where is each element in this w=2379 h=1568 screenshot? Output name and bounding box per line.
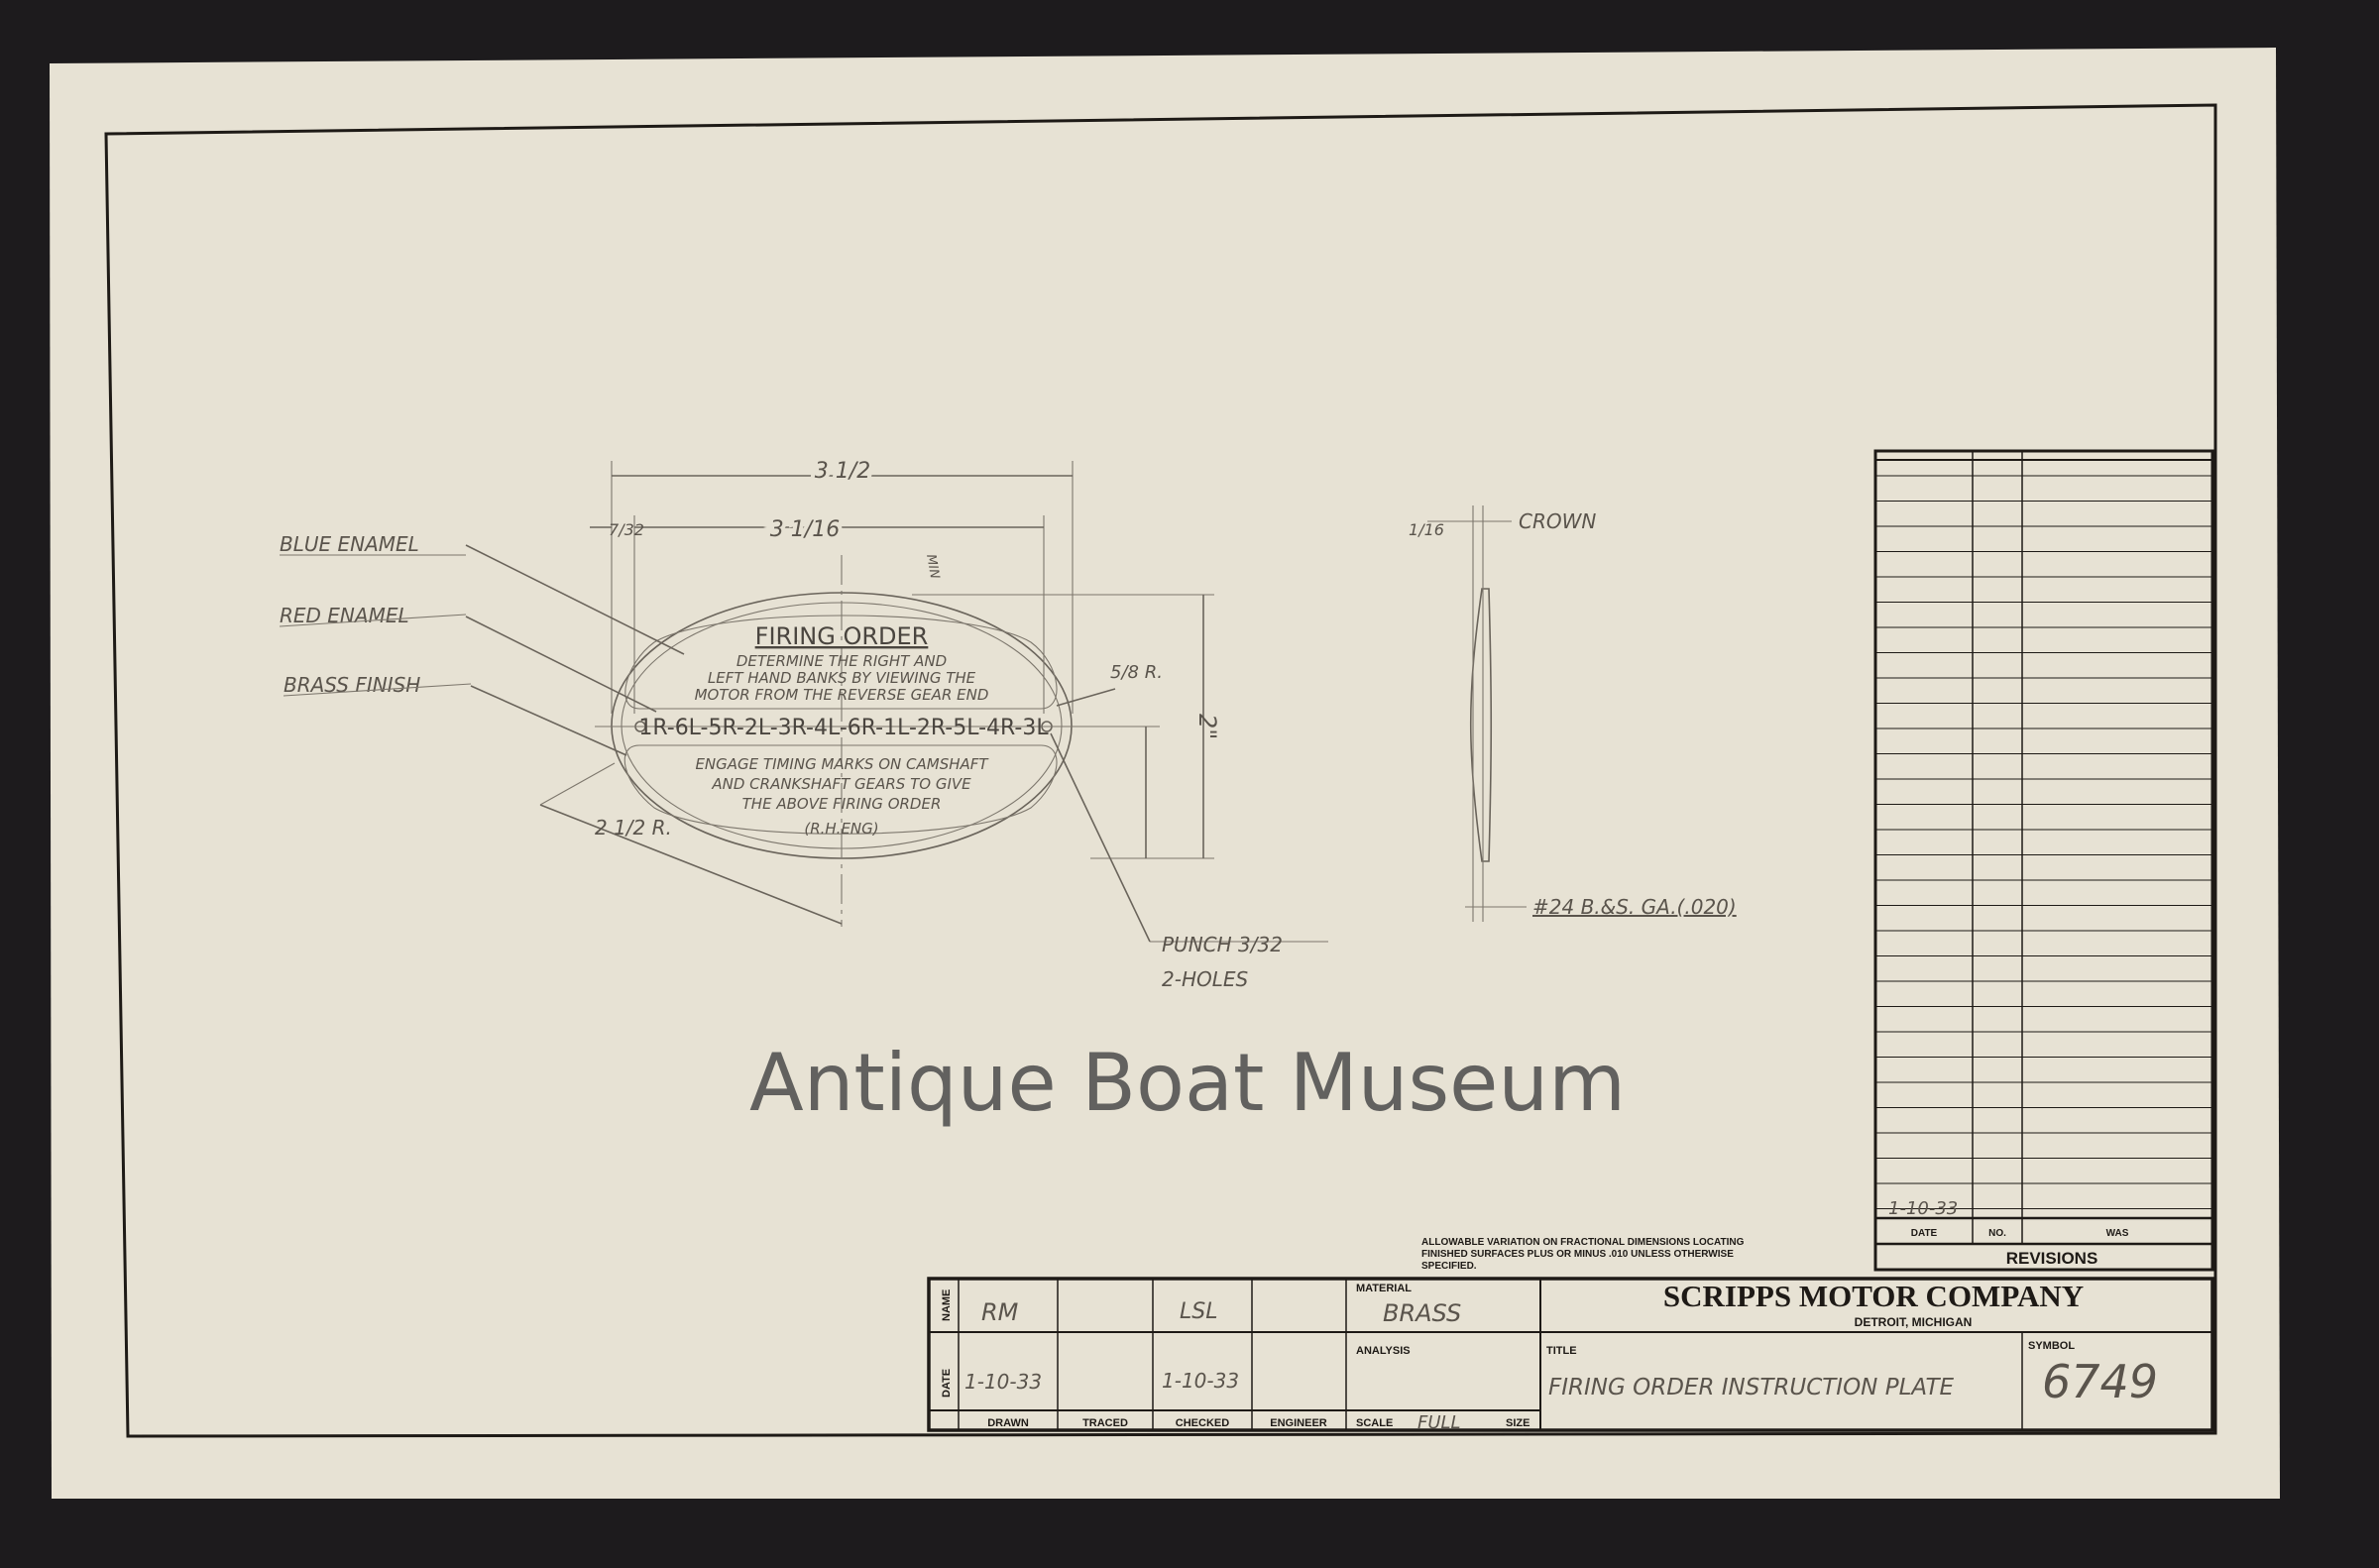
plate-instruction-line: ENGAGE TIMING MARKS ON CAMSHAFT: [695, 755, 989, 773]
checked-date: 1-10-33: [1162, 1369, 1239, 1393]
plate-side-view: 1/16 CROWN #24 B.&S. GA.(.020): [1409, 505, 1737, 922]
overall-width-label: 3 1/2: [815, 459, 870, 484]
plate-instruction-line: MOTOR FROM THE REVERSE GEAR END: [695, 686, 989, 704]
col-checked: CHECKED: [1176, 1417, 1229, 1429]
plate-front-view: FIRING ORDER DETERMINE THE RIGHT AND LEF…: [595, 555, 1090, 927]
blue-enamel-callout: BLUE ENAMEL: [280, 532, 419, 556]
dimensions: 3 1/2 3 1/16 7/32 MIN 2" 5/8 R. 2 1/2 R.: [539, 455, 1221, 925]
row-label-date: DATE: [941, 1369, 953, 1398]
material-value: BRASS: [1383, 1299, 1461, 1327]
col-drawn: DRAWN: [987, 1417, 1029, 1429]
plate-instruction-line: THE ABOVE FIRING ORDER: [742, 795, 942, 813]
scale-value: FULL: [1417, 1412, 1461, 1433]
watermark: Antique Boat Museum: [749, 1037, 1626, 1129]
revisions-table: 1-10-33 DATE NO. WAS REVISIONS: [1873, 449, 2214, 1272]
min-label: MIN: [923, 553, 942, 580]
drawing-border: [104, 103, 2217, 1438]
paper: [50, 48, 2280, 1499]
svg-text:ALLOWABLE VARIATION ON FRACTIO: ALLOWABLE VARIATION ON FRACTIONAL DIMENS…: [1421, 1237, 1745, 1248]
revision-header-date: DATE: [1911, 1228, 1938, 1239]
plate-instruction-line: (R.H.ENG): [804, 820, 878, 838]
scale-label: SCALE: [1356, 1417, 1393, 1429]
plate-instruction-line: DETERMINE THE RIGHT AND: [736, 652, 947, 670]
svg-text:SPECIFIED.: SPECIFIED.: [1421, 1261, 1477, 1272]
symbol-value: 6749: [2042, 1355, 2158, 1408]
brass-finish-callout: BRASS FINISH: [283, 673, 420, 697]
tolerance-note: ALLOWABLE VARIATION ON FRACTIONAL DIMENS…: [1421, 1237, 1745, 1272]
thickness-label: 1/16: [1409, 520, 1444, 539]
col-traced: TRACED: [1082, 1417, 1128, 1429]
lower-enamel-band: [623, 744, 1058, 835]
edge-offset-label: 7/32: [609, 520, 644, 539]
side-radius-label: 2 1/2 R.: [595, 816, 672, 840]
company-name: SCRIPPS MOTOR COMPANY: [1663, 1279, 2084, 1313]
plate-instruction-line: LEFT HAND BANKS BY VIEWING THE: [708, 669, 976, 687]
revision-header-was: WAS: [2106, 1228, 2129, 1239]
title-label: TITLE: [1546, 1345, 1577, 1357]
drawn-name: RM: [981, 1298, 1019, 1326]
callouts: BLUE ENAMEL RED ENAMEL BRASS FINISH PUNC…: [279, 532, 1328, 991]
plate-heading: FIRING ORDER: [755, 622, 929, 650]
svg-text:FINISHED SURFACES PLUS OR MINU: FINISHED SURFACES PLUS OR MINUS .010 UNL…: [1421, 1249, 1734, 1260]
title-block: NAME DATE DRAWN TRACED CHECKED ENGINEER …: [927, 1277, 2214, 1433]
plate-instruction-line: AND CRANKSHAFT GEARS TO GIVE: [711, 775, 971, 793]
punch-callout: PUNCH 3/32: [1162, 933, 1283, 956]
firing-sequence: 1R-6L-5R-2L-3R-4L-6R-1L-2R-5L-4R-3L: [638, 716, 1049, 740]
inner-width-label: 3 1/16: [770, 517, 840, 542]
revisions-title: REVISIONS: [2006, 1249, 2098, 1268]
height-label: 2": [1193, 714, 1221, 739]
upper-enamel-band: [624, 615, 1058, 710]
side-radius-line: [539, 804, 843, 925]
row-label-name: NAME: [941, 1289, 953, 1321]
crown-callout: CROWN: [1519, 509, 1596, 533]
revision-header-no: NO.: [1988, 1228, 2006, 1239]
holes-callout: 2-HOLES: [1162, 967, 1249, 991]
col-engineer: ENGINEER: [1270, 1417, 1327, 1429]
company-location: DETROIT, MICHIGAN: [1855, 1315, 1973, 1329]
end-radius-label: 5/8 R.: [1110, 662, 1163, 683]
material-label: MATERIAL: [1356, 1283, 1412, 1294]
analysis-label: ANALYSIS: [1356, 1345, 1411, 1357]
drawing-title: FIRING ORDER INSTRUCTION PLATE: [1548, 1375, 1954, 1400]
drawn-date: 1-10-33: [964, 1370, 1042, 1394]
symbol-label: SYMBOL: [2028, 1340, 2075, 1352]
revision-date: 1-10-33: [1888, 1198, 1958, 1219]
size-label: SIZE: [1506, 1417, 1529, 1429]
gauge-callout: #24 B.&S. GA.(.020): [1532, 895, 1737, 919]
red-enamel-callout: RED ENAMEL: [280, 604, 409, 627]
checked-name: LSL: [1180, 1299, 1217, 1324]
